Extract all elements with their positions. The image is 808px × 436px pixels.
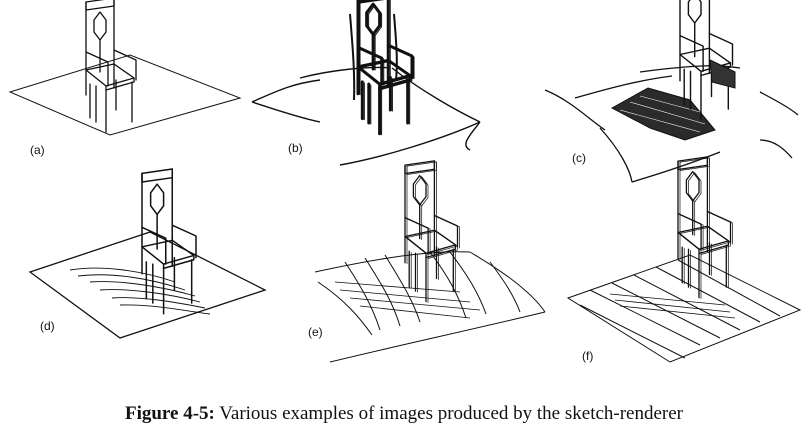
panel-e: (e) <box>308 160 545 362</box>
panel-c-shadow <box>612 88 715 140</box>
panel-d-label: (d) <box>40 319 55 333</box>
panel-b-ground <box>252 67 480 165</box>
panel-e-ground <box>315 252 545 362</box>
panel-c-ground <box>545 66 798 182</box>
panel-d: (d) <box>30 168 265 338</box>
panel-c-label: (c) <box>572 151 586 165</box>
caption-text: Various examples of images produced by t… <box>214 403 684 424</box>
figure-caption: Figure 4-5: Various examples of images p… <box>0 403 808 425</box>
panel-b: (b) <box>252 0 480 165</box>
sketch-figure: (a) (b) (c) (d) <box>0 0 808 363</box>
panel-a-label: (a) <box>30 143 45 157</box>
panel-d-ground <box>30 232 265 338</box>
caption-label: Figure 4-5: <box>124 403 215 424</box>
panel-b-label: (b) <box>288 141 303 155</box>
panel-f-label: (f) <box>582 349 593 363</box>
panel-f: (f) <box>568 156 800 363</box>
panel-a: (a) <box>10 0 240 157</box>
panel-c: (c) <box>545 0 798 182</box>
panel-e-label: (e) <box>308 325 323 339</box>
panel-a-ground <box>10 55 240 135</box>
